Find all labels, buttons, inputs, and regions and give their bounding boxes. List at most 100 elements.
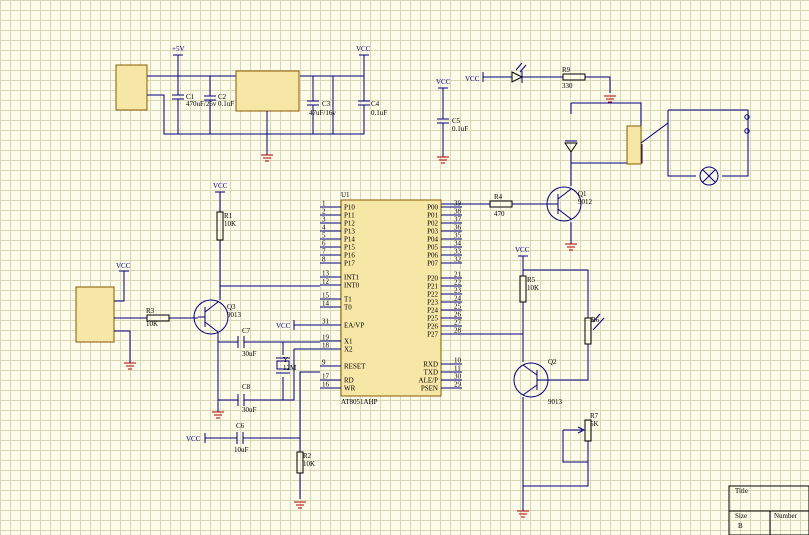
mcu-pin-name: P21 <box>427 283 438 291</box>
ground-symbol-q1 <box>565 243 577 251</box>
r7-wiper <box>562 426 589 463</box>
resistor-r4 <box>489 200 513 208</box>
mcu-pin-number: 12 <box>322 278 330 286</box>
q2-ref: Q2 <box>548 358 557 366</box>
c7-ref: C7 <box>242 327 251 335</box>
mcu-pin-name: RXD <box>423 361 438 369</box>
mcu-pin-name: P15 <box>344 244 355 252</box>
mcu-pin-number: 30 <box>454 373 462 381</box>
c5-value: 0.1uF <box>452 125 468 133</box>
capacitor-c3 <box>307 76 319 134</box>
c4-ref: C4 <box>371 100 380 108</box>
mcu-pin-name: PSEN <box>421 385 438 393</box>
c3-value: 47uF/16v <box>309 109 336 117</box>
vcc-label-reg: VCC <box>356 45 371 53</box>
vcc-label-led: VCC <box>465 75 480 83</box>
q1-value: 9012 <box>578 198 593 206</box>
r2-value: 10K <box>303 460 315 468</box>
mcu-pin-number: 29 <box>454 381 462 389</box>
mcu-pin-number: 16 <box>322 381 330 389</box>
led-wires <box>482 72 611 93</box>
terminal-2 <box>744 128 750 134</box>
mcu-pin-number: 9 <box>322 359 326 367</box>
mcu-pin-name: P20 <box>427 275 438 283</box>
ground-symbol-led <box>604 95 616 103</box>
mcu-pin-name: T1 <box>344 296 352 304</box>
r9-ref: R9 <box>562 66 571 74</box>
ground-symbol-sensor <box>124 362 136 370</box>
mcu-pin-name: RESET <box>344 363 366 371</box>
sensor-wires <box>114 271 198 363</box>
mcu-pin-name: P23 <box>427 299 438 307</box>
mcu-pin-number: 22 <box>454 279 462 287</box>
mcu-pin-number: 18 <box>322 342 330 350</box>
mcu-pin-name: X2 <box>344 346 353 354</box>
c4-value: 0.1uF <box>371 109 387 117</box>
lamp <box>699 166 719 186</box>
mcu-pin-name: P04 <box>427 236 438 244</box>
plus5v-label: +5V <box>172 45 185 53</box>
terminal-1 <box>744 114 750 120</box>
led-light-arrows <box>515 62 527 73</box>
c8-ref: C8 <box>242 383 251 391</box>
voltage-regulator <box>235 70 300 112</box>
mcu-pin-name: P27 <box>427 331 438 339</box>
mcu-pin-name: P26 <box>427 323 438 331</box>
mcu-pin-name: P02 <box>427 220 438 228</box>
supply-wires <box>147 75 364 135</box>
capacitor-c2 <box>204 76 216 134</box>
resistor-r1 <box>216 211 224 241</box>
size-value: B <box>738 522 743 530</box>
vcc-label-r1: VCC <box>213 182 228 190</box>
mcu-pin-number: 35 <box>454 232 462 240</box>
mcu-pin-name: X1 <box>344 338 353 346</box>
r5-ref: R5 <box>527 276 536 284</box>
ground-symbol-q3 <box>212 411 224 419</box>
mcu-pin-name: P01 <box>427 212 438 220</box>
c3-ref: C3 <box>322 100 331 108</box>
capacitor-c1 <box>172 76 184 134</box>
r3-value: 10K <box>146 320 158 328</box>
q2-value: 9013 <box>548 398 563 406</box>
flyback-diode <box>564 142 578 153</box>
ground-symbol-reset <box>294 501 306 509</box>
ground-symbol-c5 <box>437 156 449 164</box>
mcu-pin-number: 17 <box>322 373 330 381</box>
mcu-pin-number: 26 <box>454 311 462 319</box>
mcu-pin-name: P25 <box>427 315 438 323</box>
mcu-pin-name: P03 <box>427 228 438 236</box>
ground-symbol-psu <box>261 154 273 162</box>
r6-light-arrows <box>592 313 605 331</box>
supply-rails <box>177 55 365 76</box>
mcu-pin-number: 33 <box>454 248 462 256</box>
mcu-pin-name: P05 <box>427 244 438 252</box>
title-block <box>728 485 809 535</box>
mcu-pin-number: 36 <box>454 224 462 232</box>
mcu-pin-number: 19 <box>322 334 330 342</box>
vcc-label-sensor: VCC <box>116 262 131 270</box>
mcu-pin-number: 13 <box>322 270 330 278</box>
mcu-pin-number: 31 <box>322 318 330 326</box>
c1-ref: C1 <box>186 93 195 101</box>
mcu-pin-number: 7 <box>322 248 326 256</box>
c5-ref: C5 <box>452 117 461 125</box>
light-sensor-r6 <box>584 317 592 345</box>
c6-value: 10uF <box>234 446 249 454</box>
capacitor-c8 <box>237 394 245 406</box>
r1-value: 10K <box>224 220 236 228</box>
mcu-pin-name: P10 <box>344 204 355 212</box>
c7-value: 30uF <box>242 350 257 358</box>
transistor-q1 <box>546 186 582 222</box>
mcu-pin-number: 2 <box>322 208 326 216</box>
q2-wires <box>441 256 589 511</box>
title-label: Title <box>735 487 748 495</box>
c2-value: 0.1uF <box>218 100 234 108</box>
relay-coil-wires <box>570 102 643 164</box>
mcu-pin-number: 37 <box>454 216 462 224</box>
r4-value: 470 <box>494 210 505 218</box>
mcu-pin-number: 15 <box>322 292 330 300</box>
mcu-pin-number: 14 <box>322 300 330 308</box>
